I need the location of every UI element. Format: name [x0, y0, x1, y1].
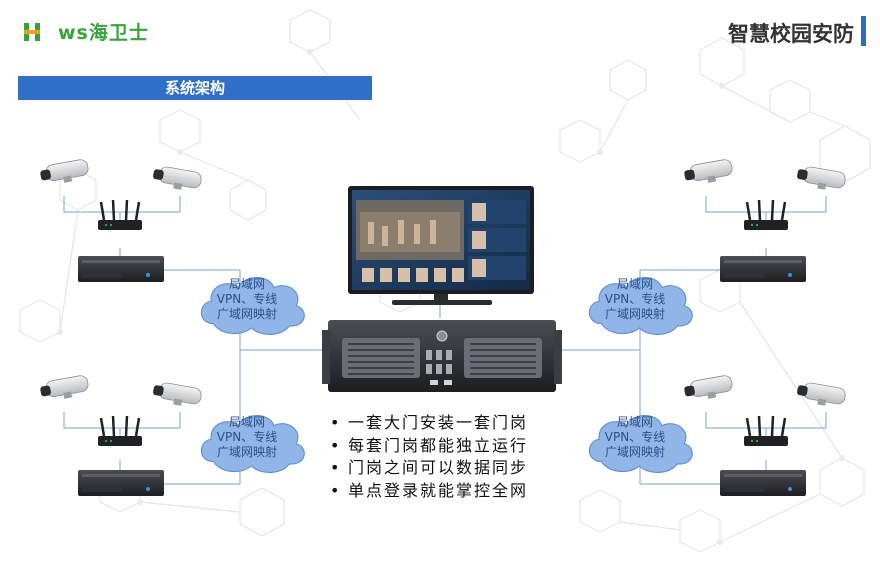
feature-text: 单点登录就能掌控全网 — [348, 480, 529, 500]
feature-text: 每套门岗都能独立运行 — [348, 435, 529, 455]
camera-icon — [682, 374, 735, 404]
camera-icon — [151, 380, 203, 410]
hws-logo-icon — [24, 22, 40, 41]
camera-icon — [38, 374, 91, 404]
cloud-text-lan: 局域网 — [616, 277, 653, 291]
feature-item: • 一套大门安装一套门岗 — [330, 412, 528, 435]
nvr-icon — [78, 256, 164, 282]
camera-icon — [795, 164, 847, 194]
section-title: 系统架构 — [18, 76, 372, 100]
bullet-icon: • — [330, 458, 340, 477]
header-accent-bar — [861, 16, 866, 46]
feature-item: • 门岗之间可以数据同步 — [330, 457, 528, 480]
camera-icon — [38, 158, 91, 188]
feature-item: • 单点登录就能掌控全网 — [330, 480, 528, 503]
feature-text: 门岗之间可以数据同步 — [348, 458, 529, 477]
monitor-icon — [348, 186, 534, 305]
brand-name: ws海卫士 — [58, 22, 149, 44]
nvr-icon — [720, 470, 806, 496]
server-icon — [322, 320, 562, 392]
camera-icon — [682, 158, 735, 188]
cloud-text-wan: 广域网映射 — [604, 445, 665, 459]
cloud-text-wan: 广域网映射 — [216, 307, 277, 321]
cloud-text-vpn: VPN、专线 — [216, 430, 278, 444]
bullet-icon: • — [330, 413, 340, 432]
nvr-icon — [78, 470, 164, 496]
page-title: 智慧校园安防 — [728, 22, 854, 46]
bullet-icon: • — [330, 480, 340, 500]
cloud-label-top-left: 局域网 VPN、专线 广域网映射 — [202, 277, 292, 322]
camera-icon — [151, 164, 203, 194]
camera-icon — [795, 380, 847, 410]
cloud-text-vpn: VPN、专线 — [216, 292, 278, 306]
cloud-label-bottom-left: 局域网 VPN、专线 广域网映射 — [202, 415, 292, 460]
cloud-text-vpn: VPN、专线 — [604, 292, 666, 306]
feature-item: • 每套门岗都能独立运行 — [330, 435, 528, 458]
cloud-label-top-right: 局域网 VPN、专线 广域网映射 — [590, 277, 680, 322]
cloud-text-vpn: VPN、专线 — [604, 430, 666, 444]
cloud-text-wan: 广域网映射 — [216, 445, 277, 459]
feature-list: • 一套大门安装一套门岗 • 每套门岗都能独立运行 • 门岗之间可以数据同步 • 单点登… — [330, 412, 528, 502]
cloud-text-lan: 局域网 — [228, 277, 265, 291]
cloud-text-wan: 广域网映射 — [604, 307, 665, 321]
cloud-text-lan: 局域网 — [228, 415, 265, 429]
bullet-icon: • — [330, 435, 340, 455]
brand-logo: ws海卫士 — [22, 18, 149, 45]
cloud-label-bottom-right: 局域网 VPN、专线 广域网映射 — [590, 415, 680, 460]
feature-text: 一套大门安装一套门岗 — [348, 413, 529, 432]
nvr-icon — [720, 256, 806, 282]
cloud-text-lan: 局域网 — [616, 415, 653, 429]
